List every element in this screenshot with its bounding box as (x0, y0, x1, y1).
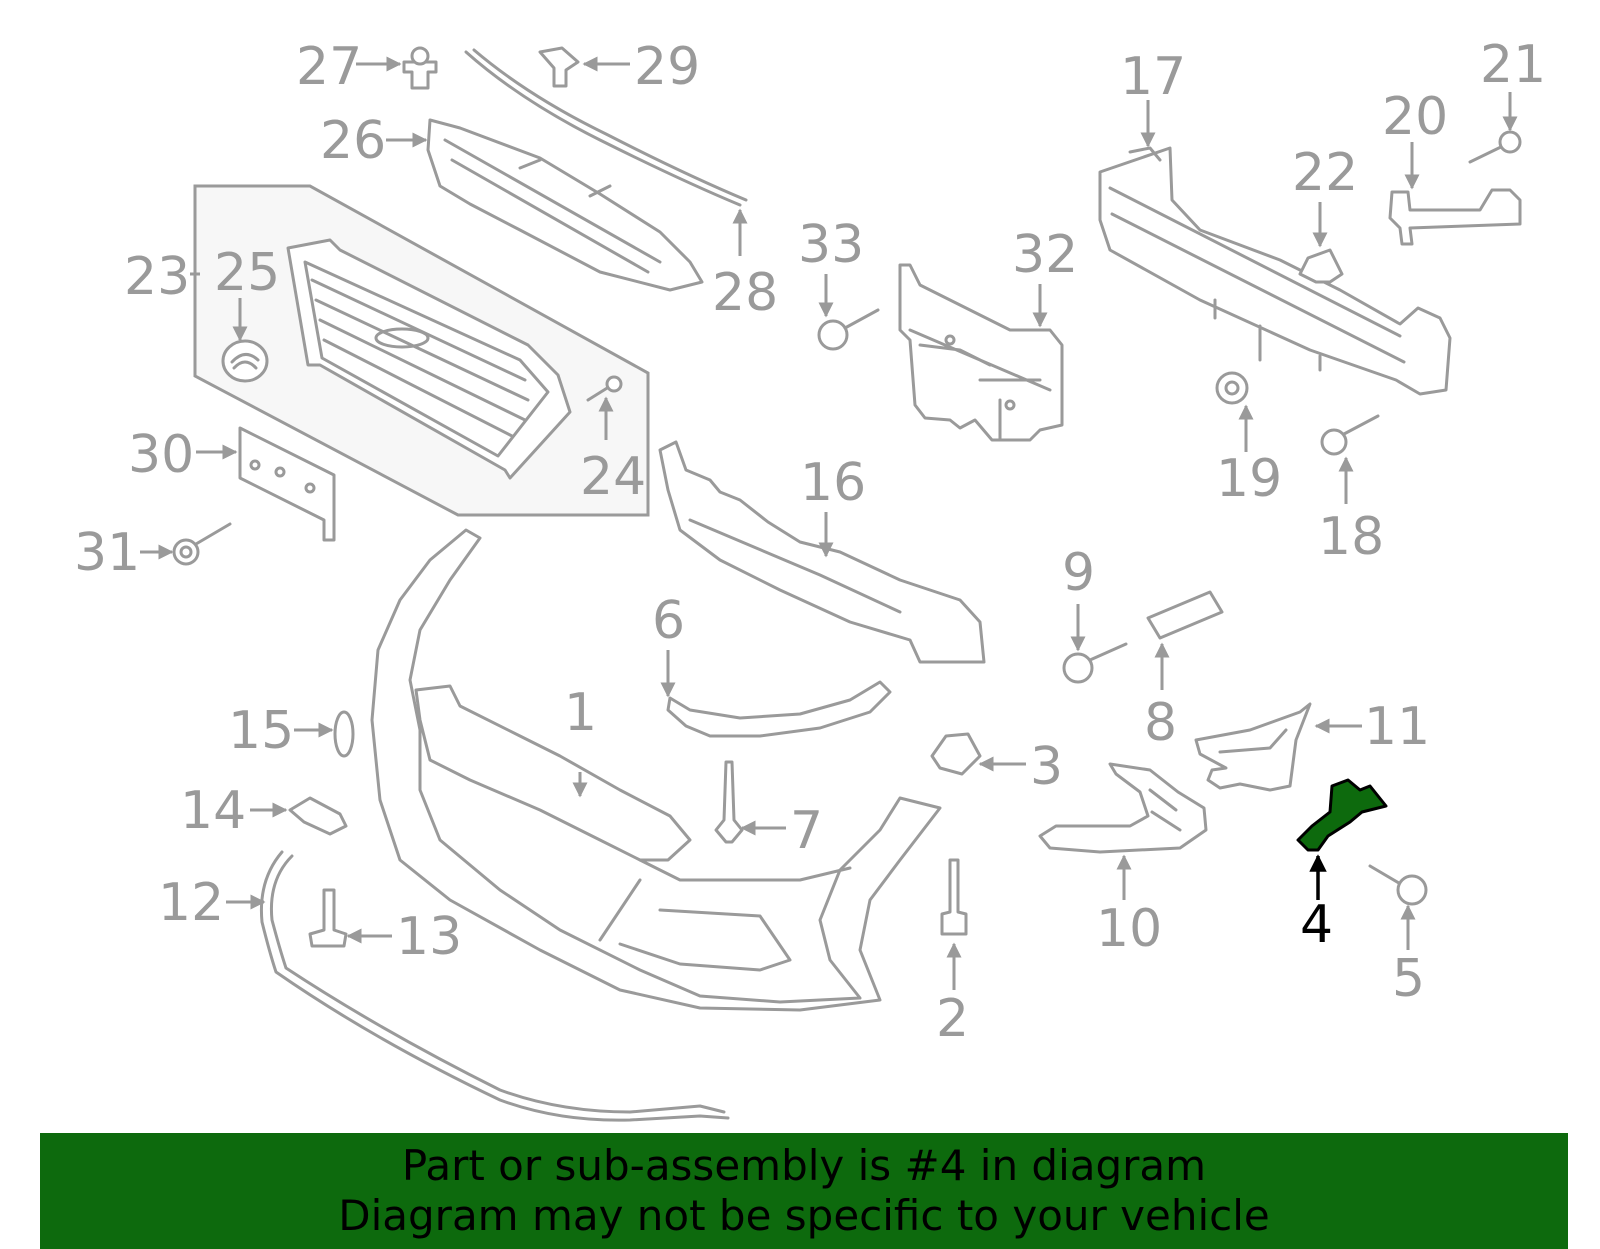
callout-11: 11 (1364, 697, 1430, 757)
callout-19: 19 (1216, 449, 1282, 509)
callout-29: 29 (634, 37, 700, 97)
part-4-highlighted-bracket (1296, 778, 1388, 852)
callout-23: 23 (124, 247, 190, 307)
callout-33: 33 (798, 215, 864, 275)
info-banner: Part or sub-assembly is #4 in diagram Di… (40, 1133, 1568, 1249)
part-11-side-bracket (1194, 702, 1312, 792)
callout-2: 2 (936, 989, 969, 1049)
callout-5: 5 (1392, 949, 1425, 1009)
callout-7: 7 (790, 801, 823, 861)
callout-31: 31 (74, 523, 140, 583)
part-15-plug (333, 710, 355, 758)
part-18-bolt (1320, 414, 1380, 456)
part-31-screw (172, 522, 232, 566)
part-9-bolt (1062, 642, 1128, 684)
callout-24: 24 (580, 447, 646, 507)
callout-17: 17 (1120, 47, 1186, 107)
part-grille (286, 238, 572, 480)
part-7-pin (714, 760, 744, 844)
part-30-license-bracket (238, 426, 336, 542)
part-28-seal-strip (464, 48, 748, 207)
callout-27: 27 (296, 37, 362, 97)
callout-15: 15 (228, 701, 294, 761)
callout-28: 28 (712, 263, 778, 323)
part-6-side-bracket (666, 680, 892, 738)
part-10-fog-bezel (1038, 762, 1208, 854)
callout-21: 21 (1480, 35, 1546, 95)
callout-26: 26 (320, 111, 386, 171)
callout-9: 9 (1062, 543, 1095, 603)
part-26-upper-cover (426, 118, 704, 292)
callout-3: 3 (1030, 737, 1063, 797)
leader-lines (140, 56, 1518, 990)
callout-20: 20 (1382, 87, 1448, 147)
callout-30: 30 (128, 425, 194, 485)
part-8-label (1146, 590, 1224, 640)
callout-14: 14 (180, 781, 246, 841)
part-13-screw (308, 888, 348, 948)
callout-32: 32 (1012, 225, 1078, 285)
callout-6: 6 (652, 591, 685, 651)
part-5-bolt (1368, 864, 1428, 906)
part-27-push-pin (402, 46, 438, 90)
part-24-clip (586, 375, 623, 402)
callout-10: 10 (1096, 899, 1162, 959)
banner-line-disclaimer: Diagram may not be specific to your vehi… (338, 1191, 1270, 1240)
callout-labels: 27 29 26 28 23 25 24 30 31 33 32 17 22 2… (74, 35, 1546, 1049)
callout-8: 8 (1144, 693, 1177, 753)
callout-16: 16 (800, 453, 866, 513)
part-14-clip-nut (288, 796, 348, 836)
part-32-bracket (898, 263, 1064, 442)
callout-1: 1 (564, 683, 597, 743)
callout-25: 25 (214, 243, 280, 303)
part-25-emblem (221, 339, 269, 383)
part-33-bolt (817, 308, 880, 351)
part-19-nut (1215, 371, 1249, 405)
part-3-clip (930, 732, 982, 776)
part-17-bumper-beam (1098, 146, 1452, 396)
callout-4-highlighted: 4 (1300, 895, 1333, 955)
part-20-bracket (1388, 188, 1522, 246)
callout-12: 12 (158, 873, 224, 933)
part-2-bolt (940, 858, 968, 936)
part-21-bolt (1468, 130, 1522, 164)
part-29-clip (538, 46, 580, 88)
part-22-clip (1298, 248, 1344, 284)
part-1-bumper-cover (370, 528, 942, 1012)
banner-line-part-number: Part or sub-assembly is #4 in diagram (401, 1141, 1207, 1190)
callout-22: 22 (1292, 143, 1358, 203)
part-12-lower-strip (259, 850, 730, 1122)
callout-18: 18 (1318, 507, 1384, 567)
callout-13: 13 (396, 907, 462, 967)
